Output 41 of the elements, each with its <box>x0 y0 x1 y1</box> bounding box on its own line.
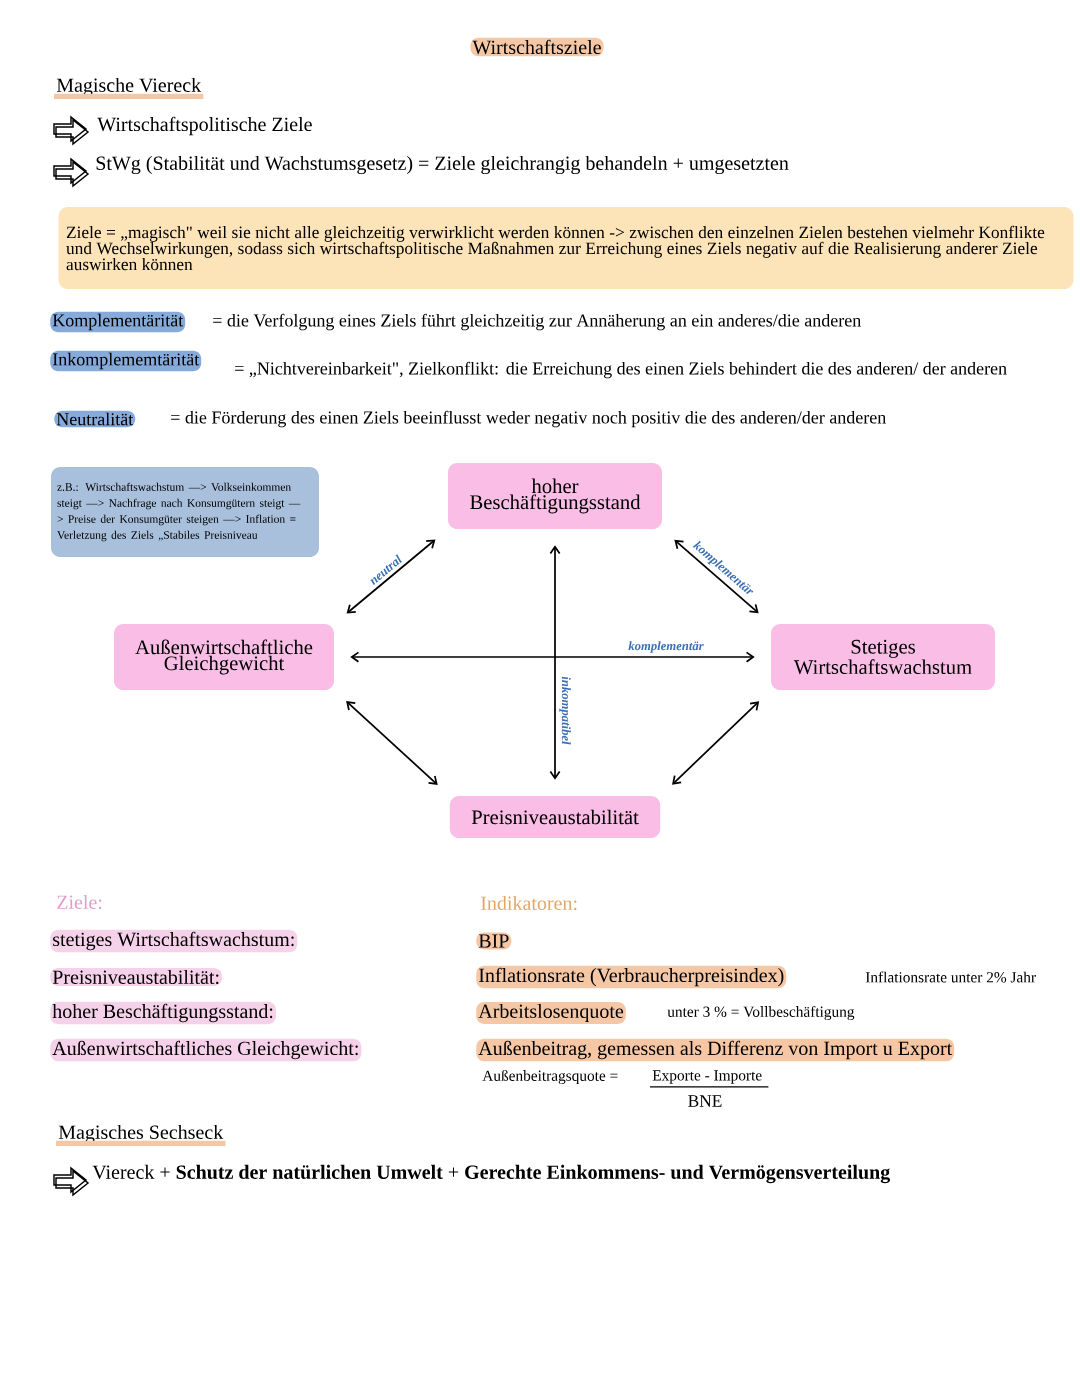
text-line: Viereck + Schutz der natürlichen Umwelt + Gerechte Einkommens- und Vermögensverteilung <box>92 1164 891 1184</box>
highlighted-term: Komplementärität <box>50 311 186 333</box>
fraction-denominator: BNE <box>688 1095 722 1107</box>
fraction-numerator: Exporte - Importe <box>649 1070 770 1088</box>
highlighted-goal: hoher Beschäftigungsstand: <box>50 1001 276 1025</box>
highlighted-indicator: BIP <box>476 932 512 950</box>
highlighted-indicator: Inflationsrate (Verbraucherpreisindex) <box>476 965 787 989</box>
goal-box: hoher Beschäftigungsstand <box>448 463 662 529</box>
formula-text: Außenbeitragsquote = <box>482 1069 618 1085</box>
goal-box: Außenwirtschaftliche Gleichgewicht <box>114 624 334 690</box>
arrow <box>672 701 760 785</box>
heading: Magische Viereck <box>54 77 204 100</box>
section-heading: Indikatoren: <box>481 895 577 911</box>
section-heading: Ziele: <box>57 894 102 910</box>
edge-label: inkompatibel <box>557 675 573 746</box>
highlighted-goal: Preisniveaustabilität: <box>50 967 222 987</box>
highlighted-goal: Außenwirtschaftliches Gleichgewicht: <box>50 1038 362 1062</box>
arrow <box>674 539 759 614</box>
edge-label: komplementär <box>627 639 705 655</box>
note-box: Ziele = „magisch" weil sie nicht alle gleichzeitig verwirklicht werden können -> zwischen den einzelnen Zielen bestehen vielmehr Konflikte und Wechselwirkungen, sodass sich wirtschaftspolitische Maßnahmen zur Erreichung eines Ziels negativ auf die Realisierung anderer Ziele auswirken können <box>58 207 1074 289</box>
highlighted-goal: stetiges Wirtschaftswachstum: <box>50 929 298 953</box>
note-text: Inflationsrate unter 2% Jahr <box>865 971 1036 983</box>
arrow <box>549 545 561 780</box>
goal-box: Stetiges Wirtschaftswachstum <box>771 624 995 690</box>
highlighted-indicator: Außenbeitrag, gemessen als Differenz von Import u Export <box>476 1038 955 1062</box>
arrow <box>346 539 436 614</box>
definition-text: = die Verfolgung eines Ziels führt gleichzeitig zur Annäherung an ein anderes/die anderen <box>213 313 861 331</box>
text-line: StWg (Stabilität und Wachstumsgesetz) = Ziele gleichrangig behandeln + umgesetzten <box>96 155 789 175</box>
example-box: z.B.: Wirtschaftswachstum —> Volkseinkommen steigt —> Nachfrage nach Konsumgütern steigt —> Preise der Konsumgüter steigen —> Inflation = Verletzung des Ziels „Stabiles Preisniveau <box>51 467 319 557</box>
definition-text: = die Förderung des einen Ziels beeinflusst weder negativ noch positiv die des anderen/der anderen <box>171 410 886 428</box>
highlighted-term: Inkomplememtärität <box>50 350 202 372</box>
text-line: Wirtschaftspolitische Ziele <box>97 116 312 136</box>
highlighted-indicator: Arbeitslosenquote <box>476 1001 626 1025</box>
highlighted-term: Neutralität <box>54 410 136 428</box>
arrow <box>350 651 755 663</box>
title: Wirtschaftsziele <box>470 37 604 57</box>
heading: Magisches Sechseck <box>56 1124 226 1147</box>
note-text: unter 3 % = Vollbeschäftigung <box>667 1005 855 1021</box>
definition-text: = „Nichtvereinbarkeit", Zielkonflikt: die Erreichung des einen Ziels behindert die des anderen/ der anderen <box>235 361 1007 379</box>
arrow <box>346 701 438 785</box>
goal-box: Preisniveaustabilität <box>449 796 661 838</box>
